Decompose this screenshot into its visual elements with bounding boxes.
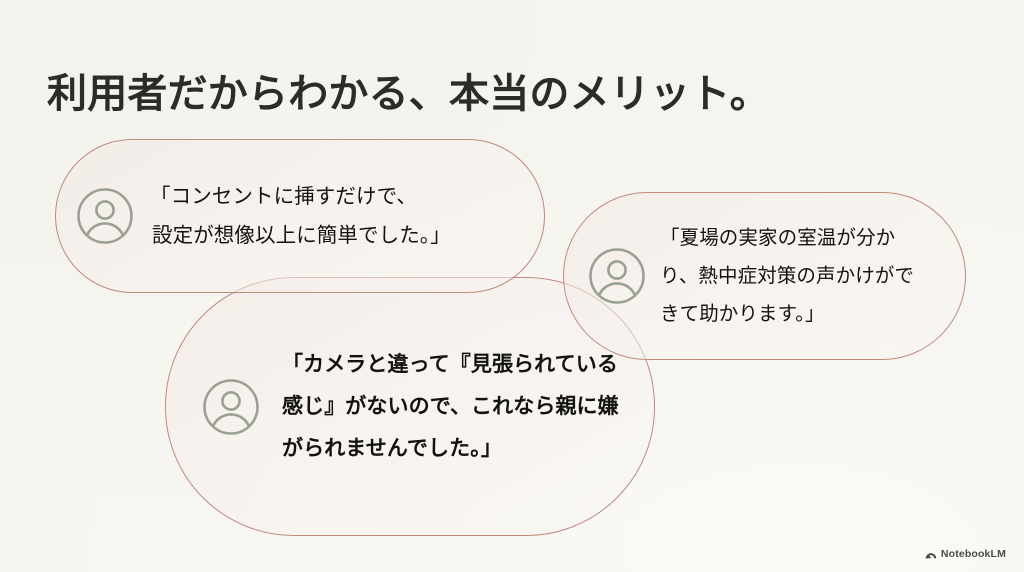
user-avatar-icon [202, 378, 260, 436]
user-avatar-icon [588, 247, 646, 305]
testimonial-quote: 「夏場の実家の室温が分かり、熱中症対策の声かけができて助かります。」 [660, 227, 915, 325]
testimonial-bubble-1: 「コンセントに挿すだけで、 設定が想像以上に簡単でした。」 [55, 139, 545, 293]
testimonial-quote: 「コンセントに挿すだけで、 設定が想像以上に簡単でした。」 [150, 185, 451, 247]
testimonial-bubble-3: 「カメラと違って『見張られている感じ』がないので、これなら親に嫌がられませんでし… [165, 277, 655, 536]
page-title: 利用者だからわかる、本当のメリット。 [47, 71, 770, 116]
testimonial-quote: 「カメラと違って『見張られている感じ』がないので、これなら親に嫌がられませんでし… [282, 352, 619, 460]
notebooklm-logo-icon [925, 549, 937, 560]
watermark-label: NotebookLM [940, 548, 1006, 560]
watermark: NotebookLM [925, 548, 1006, 560]
user-avatar-icon [76, 187, 134, 245]
testimonial-bubble-2: 「夏場の実家の室温が分かり、熱中症対策の声かけができて助かります。」 [563, 192, 966, 360]
